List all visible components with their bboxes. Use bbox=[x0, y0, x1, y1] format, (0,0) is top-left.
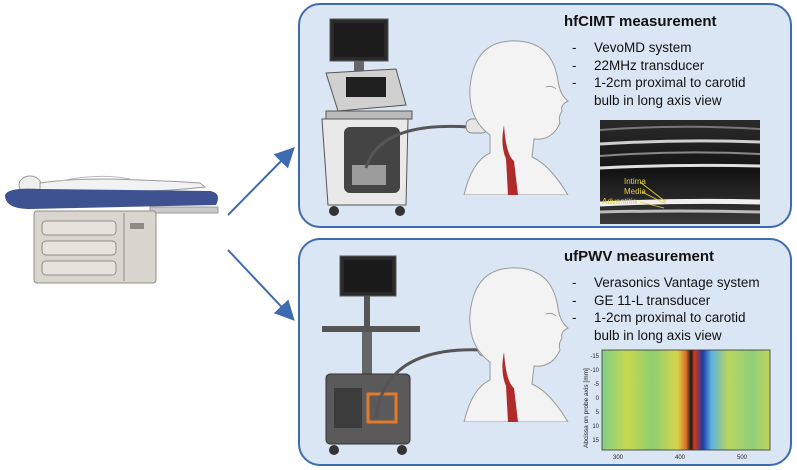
arrow-to-ufpwv bbox=[227, 249, 295, 321]
ytick-label: -5 bbox=[594, 382, 600, 388]
ytick-label: 0 bbox=[596, 396, 600, 402]
hfcimt-title: hfCIMT measurement bbox=[564, 13, 717, 30]
heatmap-ylabel: Abcissa on probe axis [mm] bbox=[583, 368, 590, 448]
list-item: -Verasonics Vantage system bbox=[572, 275, 760, 290]
arrow-to-hfcimt bbox=[227, 147, 295, 216]
list-item: bulb in long axis view bbox=[594, 92, 722, 108]
ytick-label: 15 bbox=[592, 438, 599, 444]
patient-on-bed-icon bbox=[5, 175, 219, 284]
xtick-label: 300 bbox=[613, 455, 624, 461]
verasonics-machine-icon bbox=[322, 255, 420, 455]
list-item: -22MHz transducer bbox=[572, 57, 705, 73]
ytick-label: 10 bbox=[592, 424, 599, 430]
ytick-label: -15 bbox=[590, 354, 599, 360]
ufpwv-panel: ufPWV measurement -Verasonics Vantage sy… bbox=[298, 238, 792, 466]
hfcimt-panel: hfCIMT measurement -VevoMD system -22MHz… bbox=[298, 3, 792, 228]
head-profile-icon bbox=[463, 40, 569, 195]
list-item: -1-2cm proximal to carotid bbox=[572, 310, 746, 325]
ytick-label: -10 bbox=[590, 368, 599, 374]
list-item: -1-2cm proximal to carotid bbox=[572, 75, 746, 90]
list-item: -VevoMD system bbox=[572, 40, 692, 55]
head-profile-icon bbox=[463, 267, 569, 422]
hfcimt-bullets: -VevoMD system -22MHz transducer -1-2cm … bbox=[572, 39, 746, 109]
adventitia-label: Adventitia bbox=[602, 197, 638, 206]
intima-label: Intima bbox=[624, 177, 646, 186]
ultrasound-image: Intima Media Adventitia bbox=[600, 120, 760, 224]
ufpwv-title: ufPWV measurement bbox=[564, 248, 715, 265]
media-label: Media bbox=[624, 187, 646, 196]
velocity-heatmap-image: Abcissa on probe axis [mm] -15 -10 -5 0 … bbox=[583, 349, 771, 461]
ultrasound-machine-icon bbox=[321, 18, 413, 216]
xtick-label: 500 bbox=[737, 455, 748, 461]
ytick-label: 5 bbox=[596, 410, 600, 416]
list-item: bulb in long axis view bbox=[594, 327, 722, 343]
carotid-artery-icon bbox=[502, 352, 518, 422]
xtick-label: 400 bbox=[675, 455, 686, 461]
list-item: -GE 11-L transducer bbox=[572, 292, 711, 308]
carotid-artery-icon bbox=[502, 125, 518, 195]
ufpwv-bullets: -Verasonics Vantage system -GE 11-L tran… bbox=[572, 274, 760, 344]
